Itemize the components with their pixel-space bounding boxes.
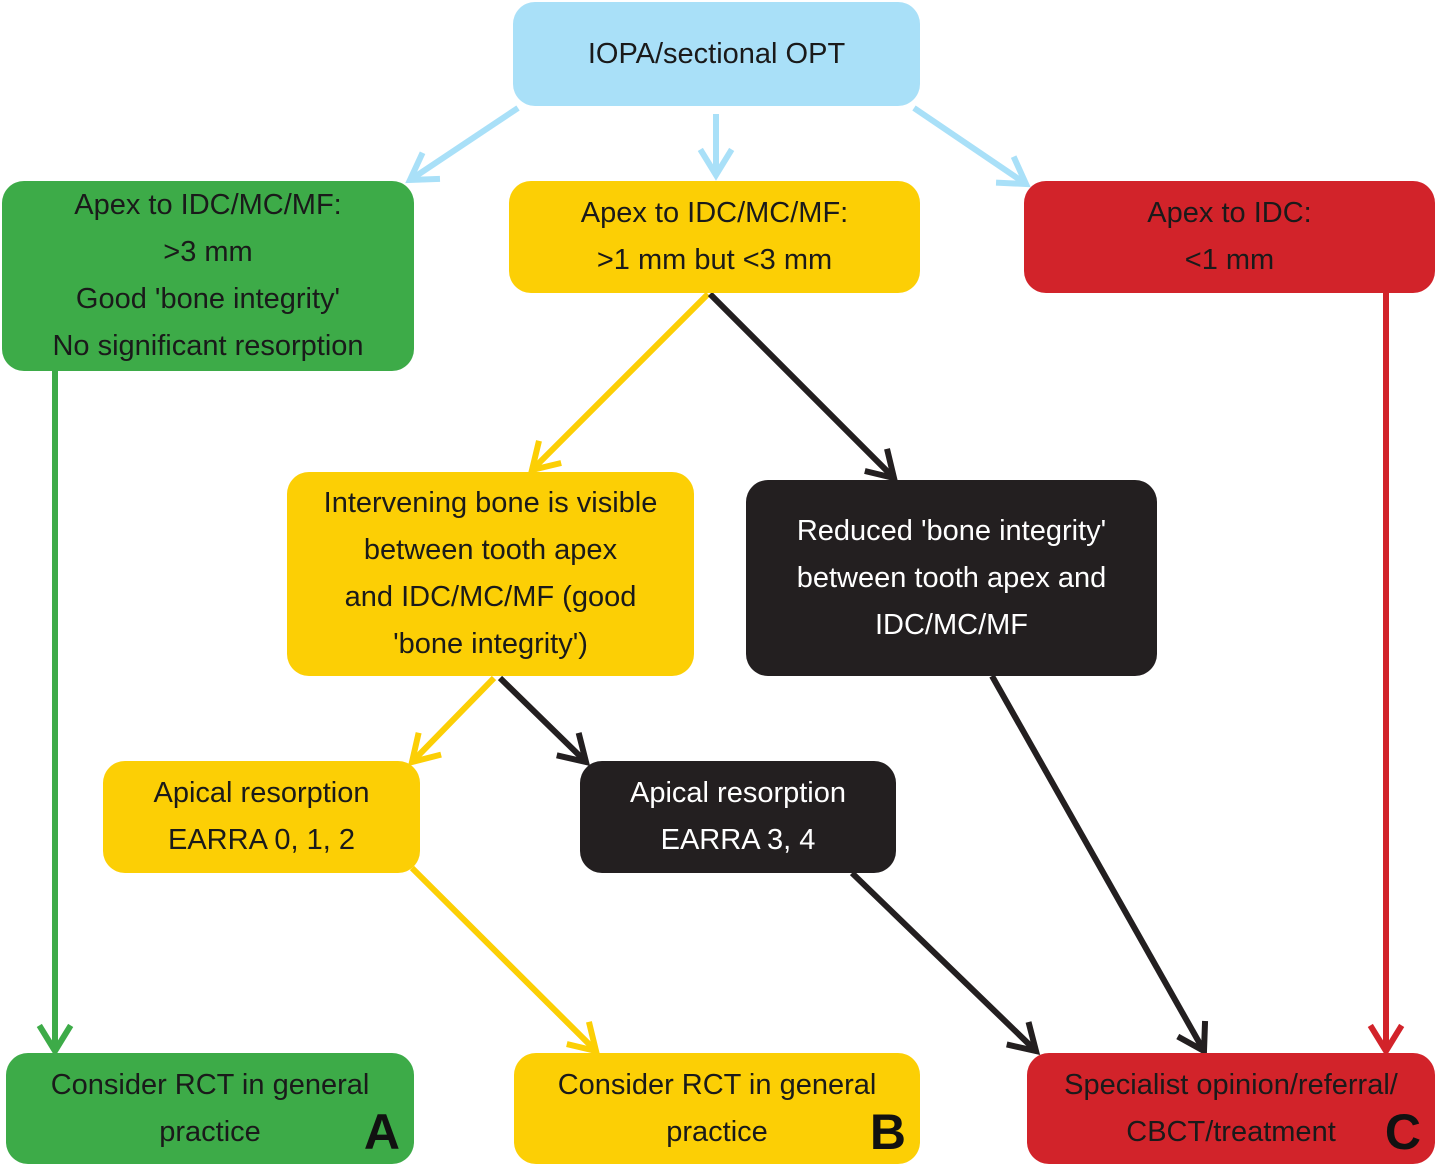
node-outcome-c-line-1: Specialist opinion/referral/	[1064, 1068, 1398, 1101]
node-high-resorption-line-2: EARRA 3, 4	[660, 824, 816, 856]
arrow-shaft	[409, 865, 596, 1052]
node-good-bone-line-2: between tooth apex	[363, 534, 618, 566]
arrow-shaft	[849, 870, 1036, 1052]
node-high-resorption-line-1: Apical resorption	[630, 777, 846, 809]
arrow-good-bone-to-high-resorption	[497, 675, 591, 767]
node-outcome-a-line-2: practice	[159, 1115, 261, 1148]
arrow-low-resorption-to-outcome-b	[409, 865, 601, 1056]
arrow-head	[36, 1023, 74, 1057]
arrow-head	[407, 732, 442, 767]
arrow-head	[1176, 1020, 1209, 1056]
arrow-start-to-far	[405, 105, 520, 184]
arrow-good-bone-to-low-resorption	[407, 675, 497, 767]
arrow-shaft	[989, 674, 1206, 1050]
arrow-head	[405, 151, 441, 184]
node-start-line-1: IOPA/sectional OPT	[587, 37, 846, 70]
node-reduced-bone: Reduced 'bone integrity' between tooth a…	[746, 480, 1157, 676]
node-mid-line-1: Apex to IDC/MC/MF:	[580, 197, 849, 229]
node-low-resorption-line-2: EARRA 0, 1, 2	[168, 824, 355, 856]
arrow-shaft	[497, 675, 586, 763]
node-good-bone-line-4: 'bone integrity')	[393, 628, 588, 660]
node-close: Apex to IDC: <1 mm	[1024, 181, 1435, 293]
node-low-resorption-line-1: Apical resorption	[153, 777, 370, 809]
arrow-shaft	[532, 291, 711, 471]
node-mid: Apex to IDC/MC/MF: >1 mm but <3 mm	[509, 181, 920, 293]
arrow-head	[556, 732, 591, 767]
node-outcome-b-line-2: practice	[666, 1115, 768, 1148]
node-far-line-3: Good 'bone integrity'	[75, 283, 341, 315]
outcome-a-tag: A	[363, 1104, 400, 1160]
node-far-line-1: Apex to IDC/MC/MF:	[74, 189, 342, 221]
outcome-b-tag: B	[869, 1104, 906, 1160]
arrow-close-to-outcome-c	[1367, 293, 1405, 1057]
node-reduced-bone-line-1: Reduced 'bone integrity'	[796, 514, 1107, 547]
arrow-mid-to-reduced-bone	[707, 291, 899, 483]
arrow-shaft	[411, 675, 497, 762]
arrow-head	[1006, 1021, 1041, 1055]
node-good-bone: Intervening bone is visible between toot…	[287, 472, 694, 676]
node-outcome-a: Consider RCT in general practice A	[6, 1053, 414, 1164]
node-outcome-c-line-2: CBCT/treatment	[1126, 1115, 1336, 1148]
arrow-start-to-mid	[697, 114, 735, 181]
node-far-line-2: >3 mm	[163, 236, 253, 268]
node-close-line-1: Apex to IDC:	[1147, 197, 1312, 229]
outcome-c-tag: C	[1384, 1104, 1421, 1160]
node-good-bone-line-3: and IDC/MC/MF (good	[344, 581, 637, 613]
arrow-head	[566, 1021, 601, 1056]
arrow-head	[995, 155, 1031, 188]
node-good-bone-line-1: Intervening bone is visible	[323, 487, 658, 519]
node-far-line-4: No significant resorption	[52, 330, 364, 362]
node-close-line-2: <1 mm	[1184, 244, 1275, 276]
arrow-head	[527, 440, 562, 475]
node-high-resorption: Apical resorption EARRA 3, 4	[580, 761, 896, 873]
arrow-high-resorption-to-outcome-c	[849, 870, 1041, 1055]
node-outcome-b-line-1: Consider RCT in general	[557, 1068, 877, 1101]
node-start: IOPA/sectional OPT	[513, 2, 920, 106]
arrow-head	[1367, 1023, 1405, 1057]
node-reduced-bone-line-3: IDC/MC/MF	[874, 608, 1029, 641]
arrow-mid-to-good-bone	[527, 291, 711, 475]
arrow-shaft	[707, 291, 894, 479]
node-outcome-b: Consider RCT in general practice B	[514, 1053, 920, 1164]
node-far: Apex to IDC/MC/MF: >3 mm Good 'bone inte…	[2, 181, 414, 371]
arrow-start-to-close	[912, 105, 1031, 188]
node-mid-line-2: >1 mm but <3 mm	[596, 244, 833, 276]
arrow-reduced-bone-to-outcome-c	[989, 674, 1209, 1056]
node-reduced-bone-line-2: between tooth apex and	[796, 561, 1107, 594]
node-outcome-a-line-1: Consider RCT in general	[50, 1068, 370, 1101]
arrow-head	[864, 448, 899, 483]
node-low-resorption: Apical resorption EARRA 0, 1, 2	[103, 761, 420, 873]
arrow-head	[697, 147, 735, 181]
arrow-far-to-outcome-a	[36, 371, 74, 1057]
arrow-shaft	[410, 105, 520, 181]
node-outcome-c: Specialist opinion/referral/ CBCT/treatm…	[1027, 1053, 1435, 1164]
arrow-shaft	[912, 105, 1026, 185]
